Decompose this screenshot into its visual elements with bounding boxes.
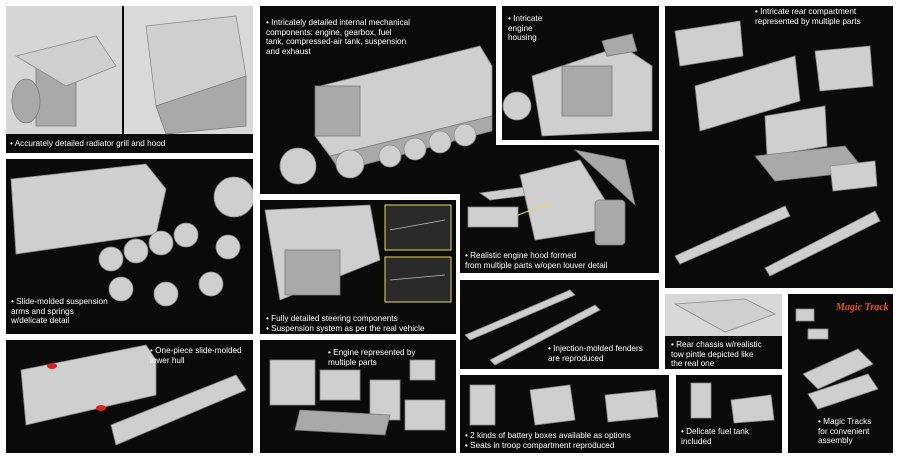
engine-hood-image [467,149,636,246]
caption-line: included [681,436,712,446]
red-marker [96,405,106,411]
rear-compartment-image [674,20,881,277]
caption-line: • Intricate rear compartment [755,7,857,16]
caption-line: • Injection-molded fenders [548,344,643,353]
caption-suspension: • Slide-molded suspension arms and sprin… [11,297,108,326]
panel-radiator-grill: • Accurately detailed radiator grill and… [6,6,253,153]
panel-lower-hull: • One-piece slide-molded lower hull [6,340,253,453]
caption-line: • Accurately detailed radiator grill and… [10,139,166,148]
engine-parts-image [269,359,446,436]
panel-steering: • Fully detailed steering components • S… [260,200,456,334]
caption-engine-housing: • Intricate engine housing [508,14,542,43]
caption-line: lower hull [150,355,185,365]
panel-battery-boxes: • 2 kinds of battery boxes available as … [460,375,669,453]
caption-line: are reproduced [548,353,604,363]
magic-track-logo: Magic Track [836,302,889,313]
caption-line: • One-piece slide-molded [150,346,242,355]
caption-line: assembly [818,436,853,446]
panel-engine-housing: • Intricate engine housing [502,6,659,140]
caption-line: arms and springs [11,306,74,316]
caption-fenders: • Injection-molded fenders are reproduce… [548,344,643,363]
rear-chassis-image [665,294,782,336]
engine-housing-image [502,33,653,137]
fenders-image [464,289,601,366]
caption-grill: • Accurately detailed radiator grill and… [10,139,165,149]
caption-line: engine [508,23,533,33]
caption-line: • Suspension system as per the real vehi… [266,323,425,333]
caption-line: • Rear chassis w/realistic [671,340,762,349]
caption-battery: • 2 kinds of battery boxes available as … [465,431,631,450]
caption-line: • Seats in troop compartment reproduced [465,440,615,450]
caption-line: housing [508,33,537,43]
caption-line: • Engine represented by [328,348,416,357]
panel-fenders: • Injection-molded fenders are reproduce… [460,280,659,369]
panel-engine-parts: • Engine represented by multiple parts [260,340,456,453]
internal-mechanical-image [279,45,493,185]
panel-internal-mechanical: • Intricately detailed internal mechanic… [260,6,496,194]
magic-tracks-image [795,308,879,410]
caption-line: the real one [671,359,715,369]
radiator-grill-image [6,6,253,135]
caption-line: represented by multiple parts [755,16,861,26]
panel-rear-compartment: • Intricate rear compartment represented… [665,6,893,288]
caption-line: from multiple parts w/open louver detail [465,260,608,270]
caption-line: components: engine, gearbox, fuel [266,27,392,37]
panel-suspension: • Slide-molded suspension arms and sprin… [6,159,253,334]
caption-line: multiple parts [328,357,377,367]
panel-fuel-tank: • Delicate fuel tank included [676,375,782,453]
battery-boxes-image [469,384,659,426]
caption-line: • Realistic engine hood formed [465,251,577,260]
caption-line: w/delicate detail [11,316,70,326]
panel-rear-chassis: • Rear chassis w/realistic tow pintle de… [665,294,782,369]
caption-rear-compartment: • Intricate rear compartment represented… [755,7,861,26]
lower-hull-image [20,344,247,446]
caption-line: tow pintle depicted like [671,349,754,359]
suspension-image [10,163,253,307]
caption-fuel-tank: • Delicate fuel tank included [681,427,749,446]
caption-line: • Magic Tracks [818,417,872,426]
caption-engine-hood: • Realistic engine hood formed from mult… [465,251,607,270]
caption-internal: • Intricately detailed internal mechanic… [266,18,410,56]
caption-line: and exhaust [266,46,311,56]
caption-line: • Intricate [508,14,543,23]
caption-hull: • One-piece slide-molded lower hull [150,346,242,365]
panel-magic-tracks: Magic Track • Magic Tracks for convenien… [788,294,893,453]
caption-chassis: • Rear chassis w/realistic tow pintle de… [671,340,762,369]
caption-line: • Intricately detailed internal mechanic… [266,18,410,27]
caption-line: • Delicate fuel tank [681,427,749,436]
fuel-tank-image [690,382,775,424]
steering-image [264,204,452,303]
caption-engine-parts: • Engine represented by multiple parts [328,348,416,367]
panel-engine-hood: • Realistic engine hood formed from mult… [460,145,659,273]
caption-line: • 2 kinds of battery boxes available as … [465,431,631,440]
caption-tracks: • Magic Tracks for convenient assembly [818,417,871,446]
red-marker [47,363,57,369]
caption-line: • Slide-molded suspension [11,297,108,306]
caption-line: for convenient [818,426,870,436]
caption-steering: • Fully detailed steering components • S… [266,314,425,333]
caption-line: • Fully detailed steering components [266,314,398,323]
caption-line: tank, compressed-air tank, suspension [266,37,407,47]
